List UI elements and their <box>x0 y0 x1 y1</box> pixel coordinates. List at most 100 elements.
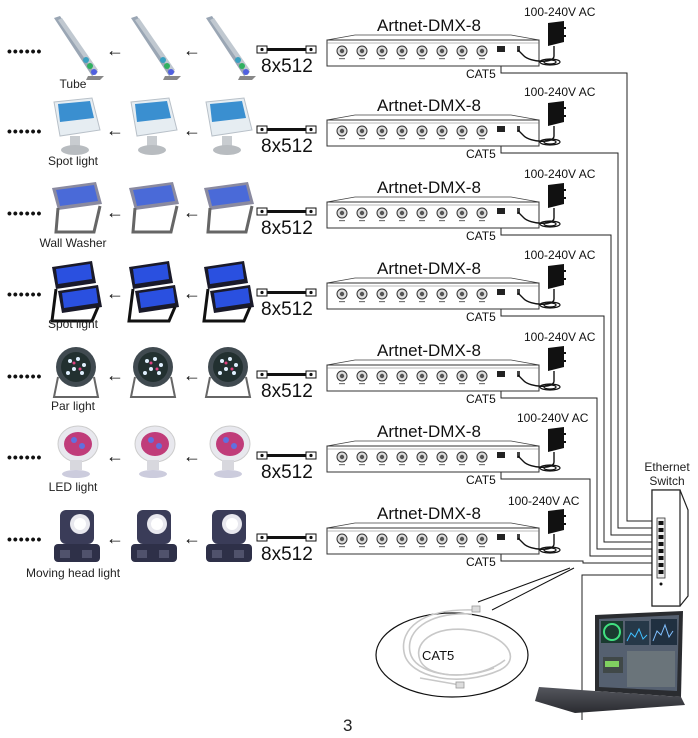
dmx-output-port <box>416 207 428 222</box>
led-tube-icon[interactable] <box>125 14 185 82</box>
led-light-icon[interactable] <box>125 422 185 490</box>
dmx-output-port <box>336 45 348 60</box>
par-light-icon[interactable] <box>200 341 260 409</box>
led-light-icon[interactable] <box>200 422 260 490</box>
dmx-output-port <box>416 533 428 548</box>
dmx-output-port <box>336 207 348 222</box>
spot-light-icon[interactable] <box>48 259 108 327</box>
ethernet-port <box>497 289 505 295</box>
dmx-cable-icon <box>256 125 317 134</box>
wall-washer-icon[interactable] <box>200 178 260 246</box>
device-title: Artnet-DMX-8 <box>377 16 481 35</box>
wall-washer-icon[interactable] <box>125 178 185 246</box>
par-light-icon[interactable] <box>48 341 108 409</box>
power-adapter-icon <box>517 21 566 66</box>
network-label: CAT5 <box>466 310 496 324</box>
dmx-output-port <box>336 370 348 385</box>
arrow-left-icon: ← <box>183 40 201 60</box>
dmx-output-port <box>476 370 488 385</box>
spot-light-icon[interactable] <box>200 96 260 164</box>
par-light-icon[interactable] <box>125 341 185 409</box>
continuation-dots: •••••• <box>7 205 43 221</box>
dmx-output-port <box>376 45 388 60</box>
ethernet-port <box>497 126 505 132</box>
dmx-output-port <box>396 288 408 303</box>
dmx-output-port <box>416 288 428 303</box>
dmx-output-port <box>416 370 428 385</box>
arrow-left-icon: ← <box>106 446 124 466</box>
dmx-output-port <box>336 288 348 303</box>
power-spec: 100-240V AC <box>524 85 596 99</box>
network-label: CAT5 <box>466 473 496 487</box>
artnet-dmx-node[interactable] <box>325 522 543 556</box>
dmx-output-port <box>456 533 468 548</box>
cat5-cable-callout: CAT5 <box>375 567 575 698</box>
dmx-output-port <box>416 125 428 140</box>
spot-light-icon[interactable] <box>200 259 260 327</box>
led-tube-icon[interactable] <box>200 14 260 82</box>
artnet-dmx-node[interactable] <box>325 114 543 148</box>
moving-head-icon[interactable] <box>200 504 260 572</box>
artnet-dmx-node[interactable] <box>325 277 543 311</box>
artnet-dmx-node[interactable] <box>325 359 543 393</box>
wall-washer-icon[interactable] <box>48 178 108 246</box>
continuation-dots: •••••• <box>7 531 43 547</box>
device-title: Artnet-DMX-8 <box>377 178 481 197</box>
dmx-output-port <box>376 370 388 385</box>
dmx-output-port <box>376 451 388 466</box>
dmx-cable-icon <box>256 451 317 460</box>
dmx-output-port <box>456 207 468 222</box>
power-port <box>517 126 520 132</box>
power-port <box>517 371 520 377</box>
led-light-icon[interactable] <box>48 422 108 490</box>
led-tube-icon[interactable] <box>48 14 108 82</box>
arrow-left-icon: ← <box>183 528 201 548</box>
fixture-label: Moving head light <box>25 566 121 580</box>
power-port <box>517 289 520 295</box>
moving-head-icon[interactable] <box>125 504 185 572</box>
artnet-dmx-node[interactable] <box>325 440 543 474</box>
dmx-output-port <box>476 207 488 222</box>
dmx-output-port <box>476 533 488 548</box>
dmx-output-port <box>396 533 408 548</box>
dmx-output-port <box>436 45 448 60</box>
moving-head-icon[interactable] <box>48 504 108 572</box>
network-label: CAT5 <box>466 67 496 81</box>
dmx-output-port <box>336 451 348 466</box>
fixture-label: Wall Washer <box>39 236 107 250</box>
arrow-left-icon: ← <box>106 120 124 140</box>
dmx-output-port <box>376 533 388 548</box>
dmx-cable-icon <box>256 45 317 54</box>
dmx-output-port <box>356 451 368 466</box>
fixture-label: Tube <box>59 77 87 91</box>
ethernet-port <box>497 371 505 377</box>
dmx-output-port <box>356 288 368 303</box>
power-port <box>517 452 520 458</box>
power-spec: 100-240V AC <box>524 248 596 262</box>
ethernet-switch[interactable] <box>640 488 690 608</box>
arrow-left-icon: ← <box>106 283 124 303</box>
spot-light-icon[interactable] <box>125 96 185 164</box>
continuation-dots: •••••• <box>7 123 43 139</box>
laptop-icon[interactable] <box>535 605 695 715</box>
dmx-output-port <box>436 370 448 385</box>
dmx-output-port <box>376 207 388 222</box>
network-label: CAT5 <box>466 147 496 161</box>
page-number: 3 <box>343 716 353 735</box>
power-port <box>517 208 520 214</box>
power-spec: 100-240V AC <box>524 167 596 181</box>
spot-light-icon[interactable] <box>48 96 108 164</box>
channel-count: 8x512 <box>261 136 313 157</box>
artnet-dmx-node[interactable] <box>325 34 543 68</box>
arrow-left-icon: ← <box>106 40 124 60</box>
power-spec: 100-240V AC <box>524 330 596 344</box>
spot-light-icon[interactable] <box>125 259 185 327</box>
dmx-output-port <box>456 370 468 385</box>
dmx-output-port <box>376 125 388 140</box>
dmx-output-port <box>356 45 368 60</box>
artnet-dmx-node[interactable] <box>325 196 543 230</box>
